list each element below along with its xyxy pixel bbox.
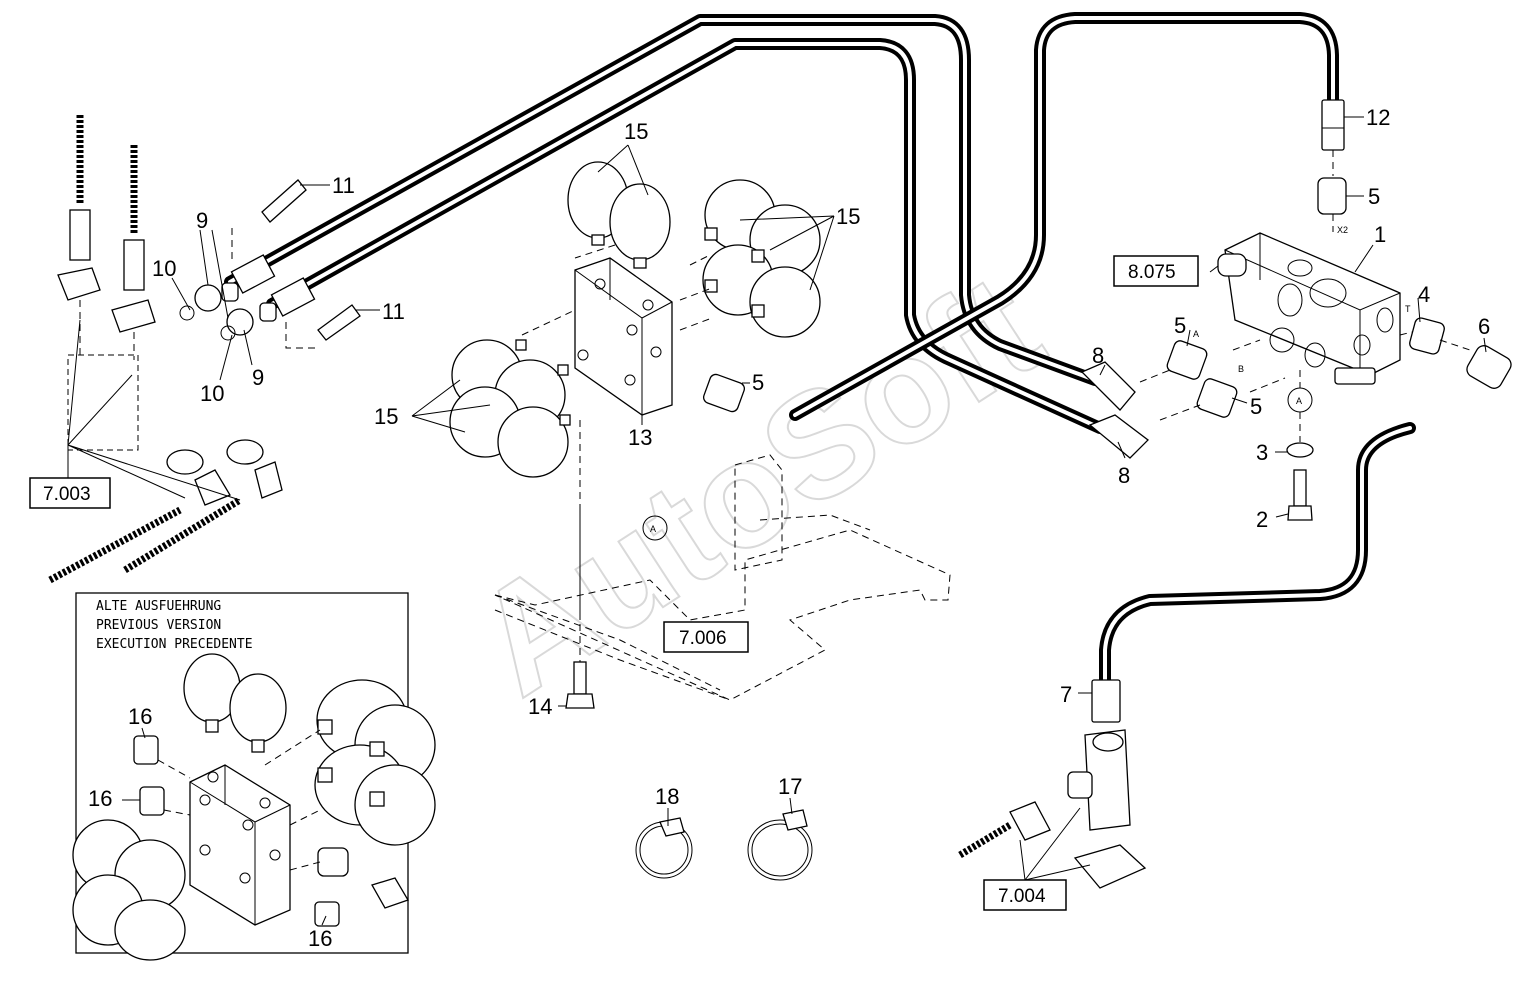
- inset-line-2: PREVIOUS VERSION: [96, 618, 221, 633]
- inset-previous-version: [72, 592, 436, 961]
- callout-labels: 1 2 3 4 5 5 5 5 6 7 8 8 9 9 10 10 11 11 …: [88, 105, 1490, 951]
- fitting-12: [1321, 99, 1345, 151]
- fittings-8: [1080, 361, 1149, 459]
- hose-to-fitting-7: [1099, 422, 1416, 686]
- fitting-4: [1409, 317, 1445, 355]
- inset-caption: ALTE AUSFUEHRUNG PREVIOUS VERSION EXECUT…: [96, 599, 253, 652]
- hose-clamp-18: [635, 817, 693, 879]
- callout-3: 3: [1256, 440, 1268, 465]
- callout-5-a: 5: [1174, 313, 1186, 338]
- callout-12: 12: [1366, 105, 1390, 130]
- ref-box-7-006[interactable]: 7.006: [663, 621, 749, 653]
- callout-11-upper: 11: [332, 173, 355, 198]
- callout-13: 13: [628, 425, 652, 450]
- callout-15-top: 15: [624, 119, 648, 144]
- hose-to-fitting-12: [789, 12, 1339, 421]
- label-port-t: T: [1405, 304, 1411, 314]
- callout-10-lower: 10: [200, 381, 224, 406]
- valve-block-13: [574, 257, 673, 416]
- callout-18: 18: [655, 784, 679, 809]
- callout-15-left: 15: [374, 404, 398, 429]
- marker-a-text: A: [650, 524, 656, 534]
- hose-clamp-17: [747, 809, 813, 881]
- left-hose-assembly: [48, 115, 283, 584]
- ref-box-8-075-label: 8.075: [1128, 262, 1176, 283]
- ref-box-7-003-label: 7.003: [43, 484, 91, 505]
- callout-2: 2: [1256, 507, 1268, 532]
- ref-box-7-006-label: 7.006: [679, 628, 727, 649]
- bolt-14: [565, 661, 595, 709]
- inset-line-1: ALTE AUSFUEHRUNG: [96, 599, 221, 614]
- label-x2: X2: [1337, 225, 1348, 235]
- fittings-5-ab: [1166, 340, 1238, 418]
- washer-bolt-2-3: A: [1286, 387, 1314, 521]
- callout-16-lower: 16: [308, 926, 332, 951]
- control-valve-1: [1217, 232, 1401, 385]
- ref-box-8-075[interactable]: 8.075: [1113, 255, 1199, 287]
- callout-8-lower: 8: [1118, 463, 1130, 488]
- callout-5-b: 5: [1250, 394, 1262, 419]
- hose-upper-left-to-valve: [224, 14, 1101, 386]
- callout-14: 14: [528, 694, 552, 719]
- ref-box-7-004-label: 7.004: [998, 886, 1046, 907]
- callout-17: 17: [778, 774, 802, 799]
- marker-a2-text: A: [1296, 396, 1302, 406]
- callout-8-upper: 8: [1092, 343, 1104, 368]
- callout-11-lower: 11: [382, 299, 405, 324]
- callout-5-top: 5: [1368, 184, 1380, 209]
- callout-15-right: 15: [836, 204, 860, 229]
- callout-16-middle: 16: [88, 786, 112, 811]
- callout-9-upper: 9: [196, 208, 208, 233]
- port-labels: X2 A B T: [1193, 225, 1411, 374]
- accumulators-lower: [449, 339, 571, 478]
- callout-9-lower: 9: [252, 365, 264, 390]
- callout-6: 6: [1478, 314, 1490, 339]
- hose-lower-left-to-valve: [266, 38, 1106, 434]
- fitting-5-top: [1317, 177, 1347, 215]
- fitting-7-assembly: [958, 679, 1147, 889]
- callout-16-upper: 16: [128, 704, 152, 729]
- callout-1: 1: [1374, 222, 1386, 247]
- callout-10-upper: 10: [152, 256, 176, 281]
- ref-box-7-003[interactable]: 7.003: [29, 477, 111, 509]
- callout-7: 7: [1060, 682, 1072, 707]
- fitting-5-center: [702, 373, 746, 413]
- callout-4: 4: [1418, 282, 1430, 307]
- callout-5-center: 5: [752, 370, 764, 395]
- ref-box-7-004[interactable]: 7.004: [983, 879, 1067, 911]
- inset-line-3: EXECUTION PRECEDENTE: [96, 637, 253, 652]
- label-port-b: B: [1238, 364, 1244, 374]
- accumulators-upper: [567, 161, 821, 338]
- fitting-6: [1466, 345, 1512, 389]
- label-port-a: A: [1193, 329, 1199, 339]
